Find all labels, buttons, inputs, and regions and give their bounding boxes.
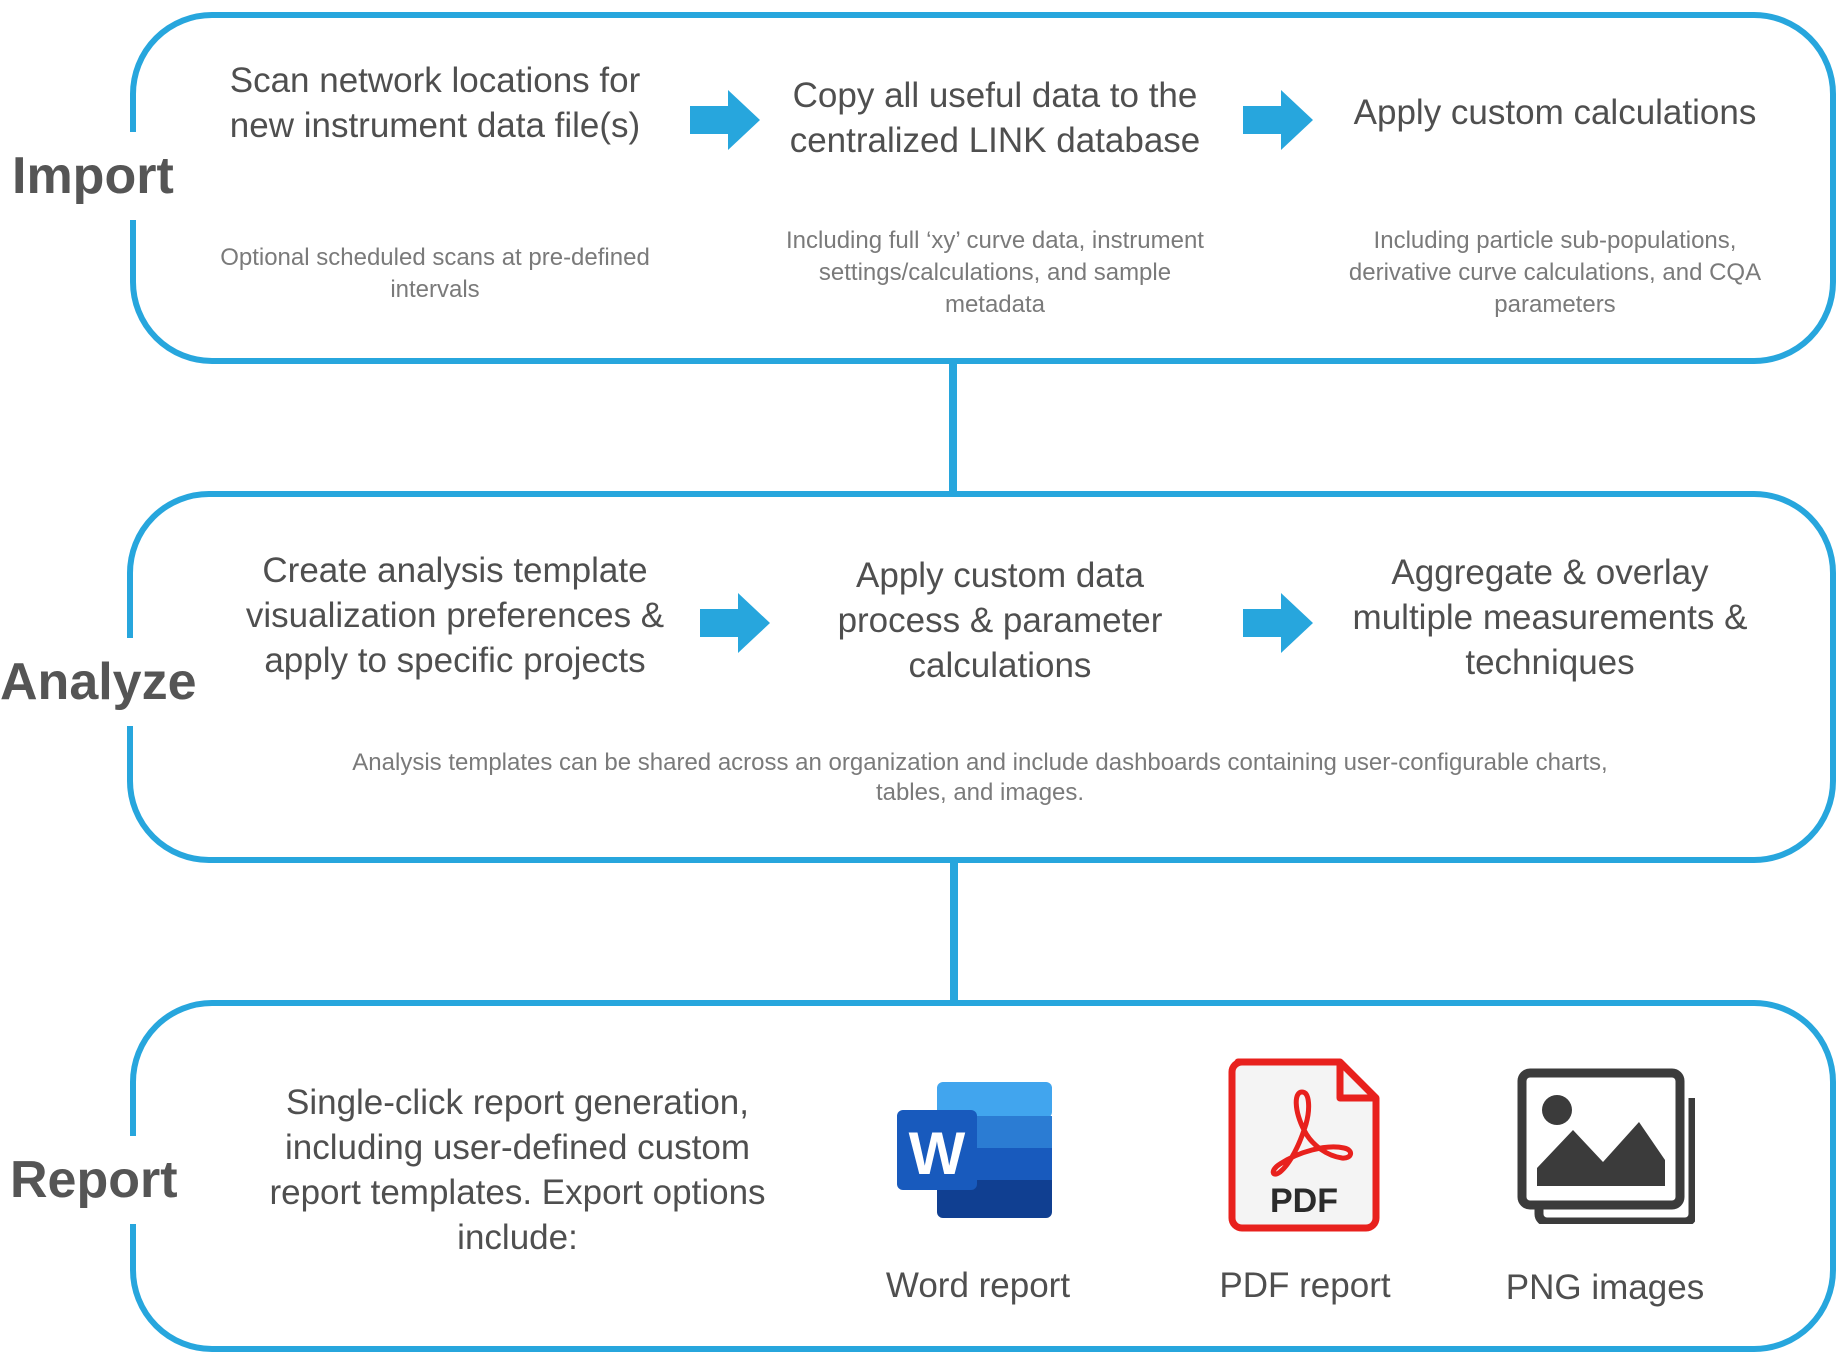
analyze-step-2-title: Apply custom data process & parameter ca… — [837, 556, 1163, 685]
import-step-1-title: Scan network locations for new instrumen… — [229, 61, 641, 145]
word-report-label: Word report — [885, 1266, 1071, 1305]
arrow-right-icon — [1243, 90, 1313, 150]
analyze-stage-label: Analyze — [0, 638, 203, 726]
import-step-3-title: Apply custom calculations — [1353, 93, 1757, 132]
connector-analyze-report — [950, 862, 958, 1001]
svg-text:W: W — [909, 1120, 966, 1187]
analyze-step-3-title: Aggregate & overlay multiple measurement… — [1352, 553, 1748, 682]
import-step-2-title: Copy all useful data to the centralized … — [789, 76, 1201, 160]
import-stage-label: Import — [6, 132, 180, 220]
analyze-step-1-title: Create analysis template visualization p… — [245, 551, 665, 680]
arrow-right-icon — [1243, 593, 1313, 653]
import-step-2-note: Including full ‘xy’ curve data, instrume… — [786, 227, 1204, 318]
report-stage-label: Report — [4, 1136, 184, 1224]
png-images-label: PNG images — [1505, 1268, 1705, 1307]
pdf-report-label: PDF report — [1219, 1266, 1391, 1305]
report-description: Single-click report generation, includin… — [269, 1083, 766, 1257]
arrow-right-icon — [690, 90, 760, 150]
pdf-icon: PDF — [1228, 1058, 1380, 1232]
analyze-note: Analysis templates can be shared across … — [352, 749, 1608, 806]
import-step-1-note: Optional scheduled scans at pre-defined … — [220, 244, 650, 303]
pdf-icon-text: PDF — [1270, 1182, 1338, 1220]
arrow-right-icon — [700, 593, 770, 653]
png-images-icon — [1517, 1068, 1695, 1224]
import-step-3-note: Including particle sub-populations, deri… — [1348, 227, 1762, 318]
connector-import-analyze — [949, 364, 957, 492]
word-icon: W — [897, 1082, 1052, 1218]
